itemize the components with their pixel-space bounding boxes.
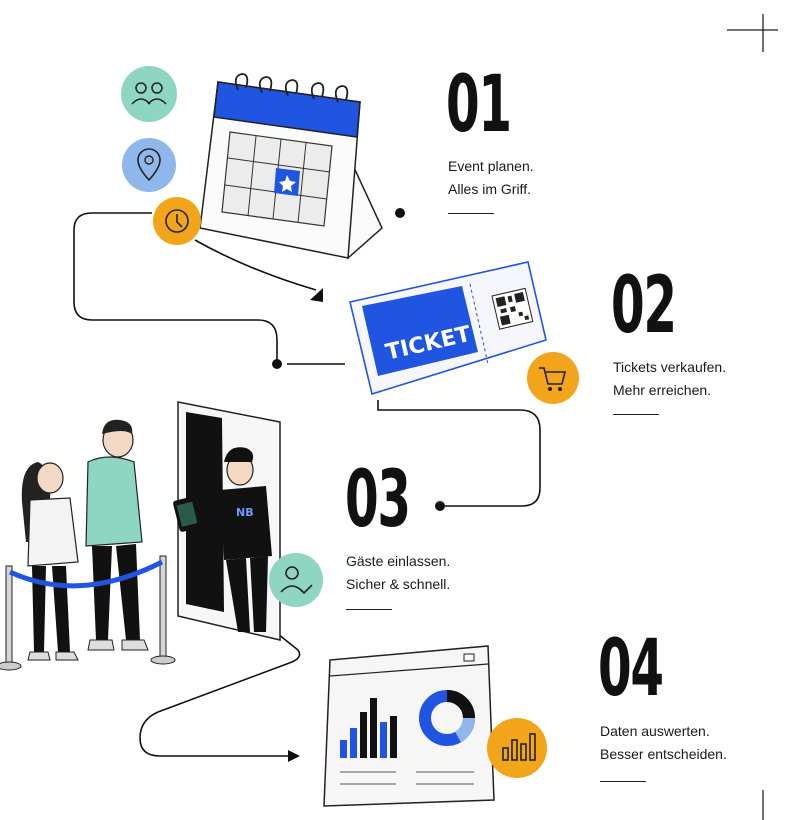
door-staff-illustration: NB: [173, 401, 281, 641]
step-caption-line: Tickets verkaufen.: [613, 359, 727, 375]
crop-mark-top: [727, 14, 778, 52]
step-caption-line: Mehr erreichen.: [613, 382, 712, 398]
queue-illustration: [0, 419, 176, 671]
step-rule: [600, 781, 646, 782]
connector-arrowhead: [288, 750, 300, 762]
clock-icon: [153, 197, 201, 245]
guest-man: [85, 419, 149, 651]
step-caption-line: Besser entscheiden.: [600, 746, 727, 762]
people-icon: [121, 66, 177, 122]
ticket-illustration: TICKET: [349, 261, 547, 396]
step-number: 03: [345, 455, 411, 545]
location-pin-icon: [122, 138, 176, 192]
step-rule: [346, 609, 392, 610]
staff-shirt-label: NB: [236, 506, 254, 519]
step-number: 01: [446, 60, 512, 150]
connector-dot: [395, 208, 405, 218]
step-caption-line: Sicher & schnell.: [346, 576, 451, 592]
bar-chart-icon: [487, 718, 547, 778]
cart-icon: [527, 352, 579, 404]
flow-connector: [73, 212, 541, 757]
step-rule: [613, 414, 659, 415]
step-number: 04: [598, 624, 664, 714]
calendar-illustration: [199, 73, 383, 260]
stanchion-rope: [0, 555, 176, 671]
connector-dot: [272, 359, 282, 369]
step-caption-line: Daten auswerten.: [600, 723, 710, 739]
step-caption-line: Alles im Griff.: [448, 181, 531, 197]
step-number: 02: [611, 261, 677, 351]
dashboard-donut: [419, 690, 475, 746]
step-caption-line: Event planen.: [448, 158, 534, 174]
phone-scanner: [173, 496, 201, 532]
connector-dot: [435, 501, 445, 511]
dashboard-bars: [340, 698, 397, 758]
connector-arrowhead: [310, 288, 323, 302]
user-check-icon: [269, 553, 323, 607]
step-rule: [448, 213, 494, 214]
qr-code: [491, 287, 534, 330]
step-caption-line: Gäste einlassen.: [346, 553, 451, 569]
guest-woman: [21, 462, 79, 661]
dashboard-illustration: [323, 645, 495, 807]
